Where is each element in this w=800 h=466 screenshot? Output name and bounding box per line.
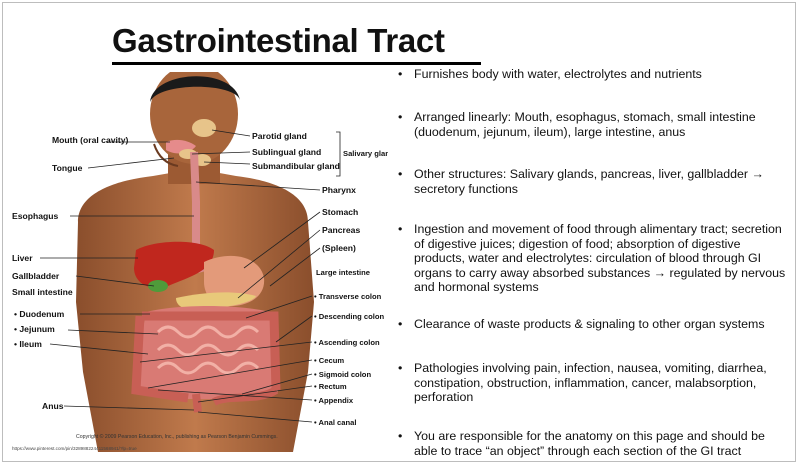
label-descending-colon: • Descending colon xyxy=(314,312,385,321)
label-sigmoid-colon: • Sigmoid colon xyxy=(314,370,371,379)
bullet-text: Pathologies involving pain, infection, n… xyxy=(414,361,767,404)
label-anus: Anus xyxy=(42,401,64,411)
liver-illustration xyxy=(134,241,214,288)
label-sublingual: Sublingual gland xyxy=(252,147,321,157)
label-parotid: Parotid gland xyxy=(252,131,307,141)
bullet-dot-icon: • xyxy=(398,222,403,236)
bullet-text: Arranged linearly: Mouth, esophagus, sto… xyxy=(414,110,756,139)
label-stomach: Stomach xyxy=(322,207,358,217)
bullet-text: Other structures: Salivary glands, pancr… xyxy=(414,167,764,196)
bullet-item: • You are responsible for the anatomy on … xyxy=(398,429,790,458)
label-salivary: Salivary glands xyxy=(343,149,388,158)
gallbladder-illustration xyxy=(148,280,168,292)
label-mouth: Mouth (oral cavity) xyxy=(52,135,129,145)
label-gallbladder: Gallbladder xyxy=(12,271,60,281)
gi-anatomy-figure: Mouth (oral cavity) Tongue Esophagus Liv… xyxy=(12,72,388,452)
source-url: https://www.pinterest.com/pin/3289882244… xyxy=(12,446,137,451)
bullet-dot-icon: • xyxy=(398,167,403,181)
bullet-item: • Arranged linearly: Mouth, esophagus, st… xyxy=(398,110,790,139)
label-small-intestine: Small intestine xyxy=(12,287,73,297)
label-anal-canal: • Anal canal xyxy=(314,418,356,427)
slide-title: Gastrointestinal Tract xyxy=(112,22,445,59)
label-appendix: • Appendix xyxy=(314,396,354,405)
label-cecum: • Cecum xyxy=(314,356,344,365)
label-jejunum: • Jejunum xyxy=(14,324,55,334)
bullet-item: • Pathologies involving pain, infection, … xyxy=(398,361,790,405)
bullet-item: • Other structures: Salivary glands, panc… xyxy=(398,167,790,196)
label-liver: Liver xyxy=(12,253,33,263)
right-leader-lines xyxy=(139,129,341,423)
bullet-text: Clearance of waste products & signaling … xyxy=(414,317,765,331)
bullet-dot-icon: • xyxy=(398,317,403,331)
bullet-dot-icon: • xyxy=(398,110,403,124)
label-transverse-colon: • Transverse colon xyxy=(314,292,382,301)
label-ascending-colon: • Ascending colon xyxy=(314,338,380,347)
intestines-illustration xyxy=(131,306,281,413)
label-ileum: • Ileum xyxy=(14,339,42,349)
pancreas-illustration xyxy=(176,292,256,310)
title-underline xyxy=(112,62,481,65)
bullet-text: Ingestion and movement of food through a… xyxy=(414,222,786,294)
bullet-dot-icon: • xyxy=(398,429,403,443)
label-pharynx: Pharynx xyxy=(322,185,356,195)
bullet-dot-icon: • xyxy=(398,361,403,375)
bullet-item: • Ingestion and movement of food through … xyxy=(398,222,790,295)
label-large-intestine: Large intestine xyxy=(316,268,370,277)
bullet-text: Furnishes body with water, electrolytes … xyxy=(414,67,702,81)
label-spleen: (Spleen) xyxy=(322,243,356,253)
bullet-item: • Furnishes body with water, electrolytes… xyxy=(398,67,790,82)
label-duodenum: • Duodenum xyxy=(14,309,65,319)
label-submandibular: Submandibular gland xyxy=(252,161,340,171)
label-rectum: • Rectum xyxy=(314,382,347,391)
copyright-text: Copyright © 2009 Pearson Education, Inc.… xyxy=(76,433,278,440)
slide-frame xyxy=(2,2,796,462)
bullet-dot-icon: • xyxy=(398,67,403,81)
left-leader-lines xyxy=(40,141,195,411)
label-esophagus: Esophagus xyxy=(12,211,59,221)
bullet-text: You are responsible for the anatomy on t… xyxy=(414,429,765,458)
bullet-item: • Clearance of waste products & signaling… xyxy=(398,317,790,332)
label-tongue: Tongue xyxy=(52,163,83,173)
label-pancreas: Pancreas xyxy=(322,225,360,235)
